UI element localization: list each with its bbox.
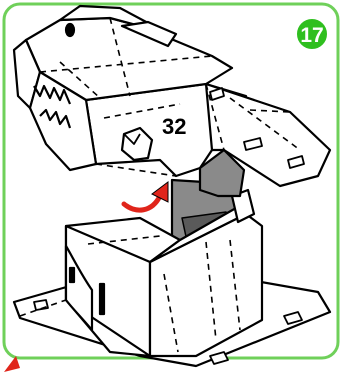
step-badge: 17 [296, 18, 328, 50]
part-number-label: 32 [162, 114, 186, 139]
step-number: 17 [300, 24, 323, 47]
